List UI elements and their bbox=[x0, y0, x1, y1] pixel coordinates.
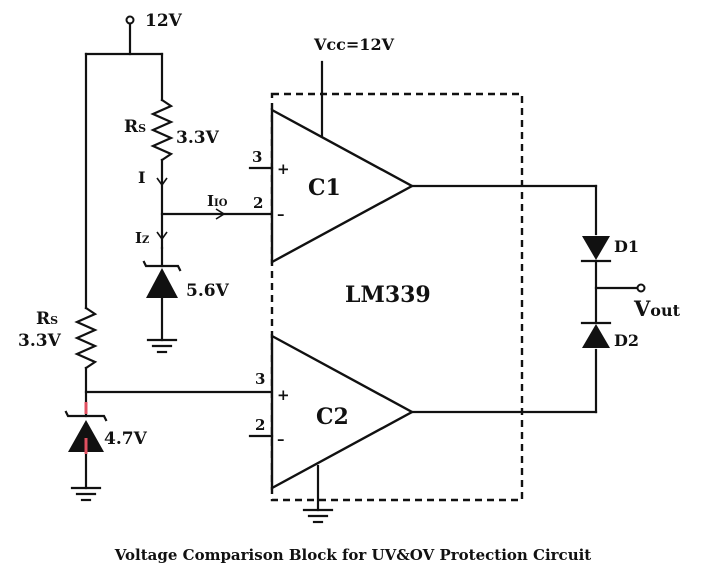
ic-label: LM339 bbox=[345, 282, 431, 308]
lower-resistor-name: RS bbox=[36, 309, 58, 329]
current-i-label: I bbox=[138, 168, 145, 187]
supply-label: 12V bbox=[145, 11, 183, 31]
vcc-label: Vcc=12V bbox=[313, 35, 395, 54]
c2-label: C2 bbox=[316, 404, 349, 430]
upper-resistor-value: 3.3V bbox=[176, 128, 220, 148]
current-iio-arrow bbox=[215, 208, 226, 220]
c1-plus-sign: + bbox=[277, 160, 290, 178]
d2-label: D2 bbox=[614, 331, 639, 350]
vout-label: Vout bbox=[633, 296, 681, 321]
upper-zener-diode bbox=[146, 268, 178, 298]
diode-d2 bbox=[582, 324, 610, 348]
lower-zener-diode bbox=[68, 420, 104, 452]
current-iz-label: IZ bbox=[135, 229, 149, 247]
c1-pin-minus: 2 bbox=[253, 194, 263, 212]
comparator-c2 bbox=[270, 333, 415, 491]
c2-pin-plus: 3 bbox=[255, 370, 265, 388]
upper-zener-value: 5.6V bbox=[186, 281, 230, 301]
current-iio-label: IIO bbox=[207, 192, 228, 210]
vout-terminal bbox=[636, 283, 646, 293]
current-i-arrow bbox=[156, 177, 168, 187]
lm339-package-outline bbox=[270, 92, 524, 502]
c1-pin-plus: 3 bbox=[252, 148, 262, 166]
lower-resistor-value: 3.3V bbox=[18, 331, 62, 351]
lower-zener-value: 4.7V bbox=[104, 429, 148, 449]
c2-plus-sign: + bbox=[277, 386, 290, 404]
c1-label: C1 bbox=[308, 175, 341, 201]
diagram-caption: Voltage Comparison Block for UV&OV Prote… bbox=[114, 546, 592, 564]
c2-minus-sign: – bbox=[277, 430, 285, 448]
lower-resistor bbox=[74, 306, 98, 370]
comparator-c1 bbox=[270, 107, 415, 265]
current-iz-arrow bbox=[156, 231, 168, 241]
d1-label: D1 bbox=[614, 237, 639, 256]
diode-d1 bbox=[582, 236, 610, 260]
c1-minus-sign: – bbox=[277, 205, 285, 223]
lower-ground-symbol bbox=[70, 486, 102, 502]
supply-terminal bbox=[125, 15, 135, 25]
c2-pin-minus: 2 bbox=[255, 416, 265, 434]
c2-ground-symbol bbox=[302, 508, 334, 524]
upper-ground-symbol bbox=[146, 338, 178, 354]
upper-resistor bbox=[150, 98, 174, 162]
upper-resistor-name: RS bbox=[124, 117, 146, 137]
